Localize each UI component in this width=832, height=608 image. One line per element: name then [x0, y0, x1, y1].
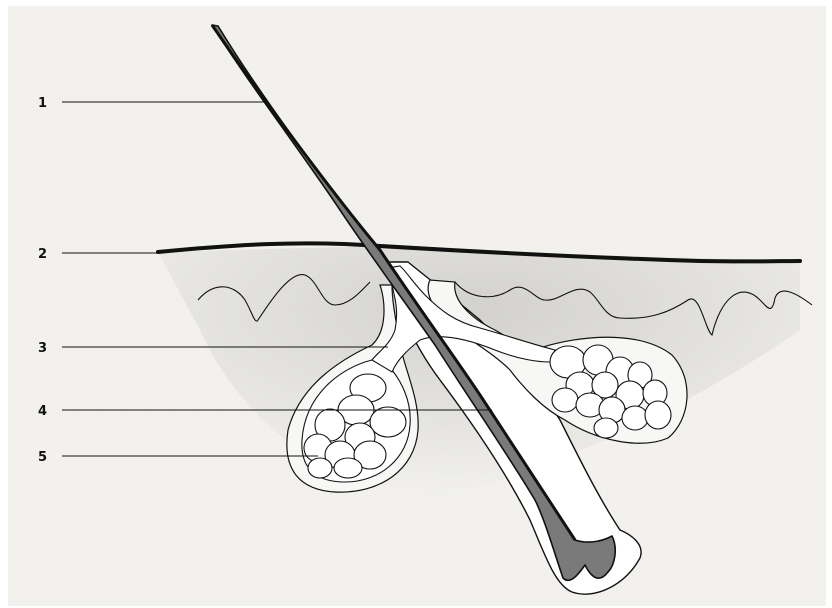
- label-5: 5: [38, 450, 47, 465]
- label-1: 1: [38, 96, 47, 111]
- label-2: 2: [38, 247, 47, 262]
- label-3: 3: [38, 341, 47, 356]
- label-4: 4: [38, 404, 47, 419]
